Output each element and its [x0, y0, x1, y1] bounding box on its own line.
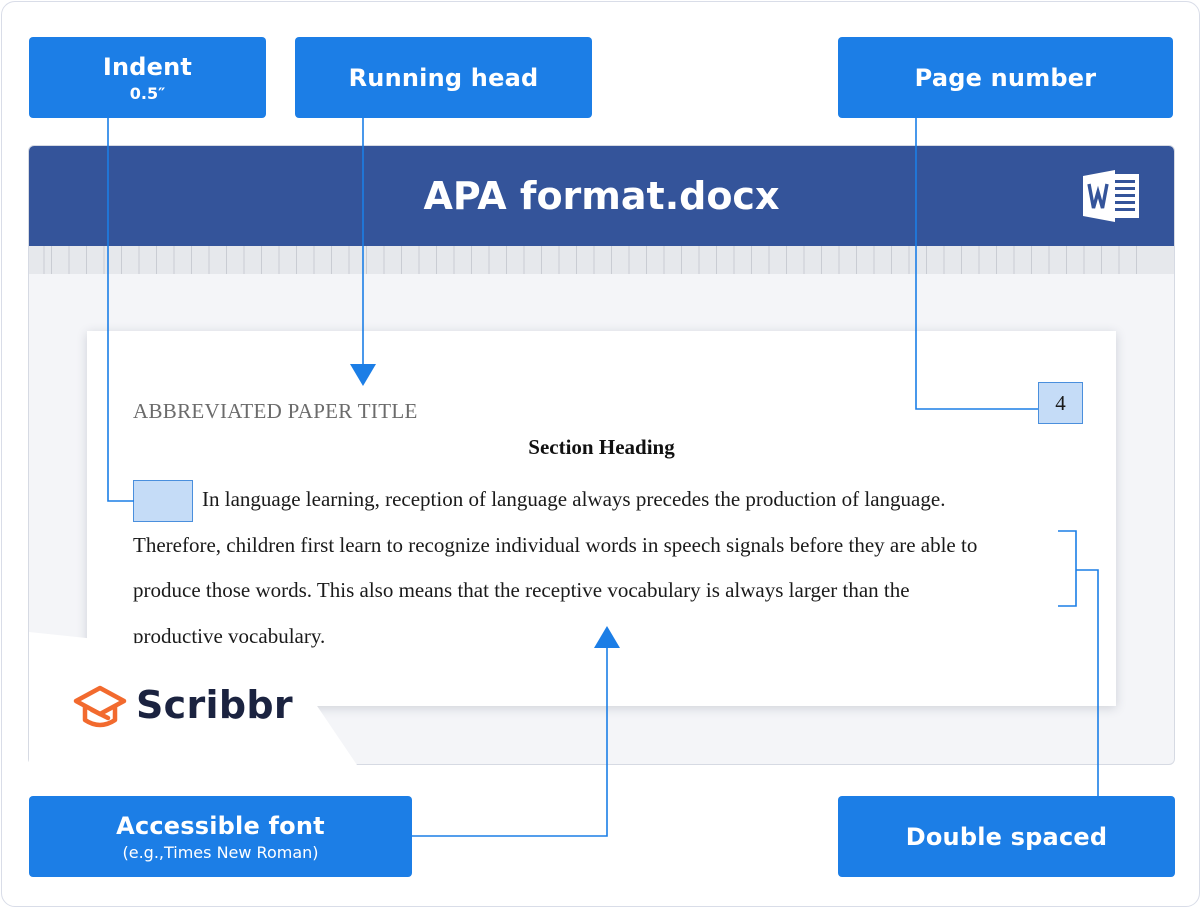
graduation-cap-icon	[73, 685, 127, 728]
double-spaced-callout: Double spaced	[838, 796, 1175, 877]
section-heading: Section Heading	[528, 435, 675, 459]
window-title: APA format.docx	[423, 174, 780, 218]
page-number-callout-label: Page number	[914, 63, 1097, 92]
ruler-right-margin	[1153, 246, 1173, 274]
running-head-callout: Running head	[295, 37, 592, 118]
accessible-font-callout-label: Accessible font	[116, 811, 325, 840]
brand-card	[29, 632, 357, 765]
window-titlebar: APA format.docx	[29, 146, 1174, 246]
ruler	[29, 246, 1174, 274]
running-head-callout-label: Running head	[348, 63, 539, 92]
page-number: 4	[1038, 382, 1083, 424]
indent-callout-value: 0.5″	[129, 83, 166, 103]
paragraph-line: In language learning, reception of langu…	[202, 487, 946, 511]
paragraph-line: productive vocabulary.	[133, 624, 326, 648]
running-head: ABBREVIATED PAPER TITLE	[133, 399, 418, 423]
word-icon	[1083, 170, 1139, 222]
double-spaced-callout-label: Double spaced	[905, 822, 1108, 851]
accessible-font-callout: Accessible font (e.g.,Times New Roman)	[29, 796, 412, 877]
paragraph-line: Therefore, children first learn to recog…	[133, 533, 978, 557]
brand-name: Scribbr	[136, 683, 293, 727]
indent-callout: Indent 0.5″	[29, 37, 266, 118]
paragraph-line: produce those words. This also means tha…	[133, 578, 910, 602]
page-number-callout: Page number	[838, 37, 1173, 118]
accessible-font-callout-example: (e.g.,Times New Roman)	[122, 842, 319, 862]
indent-highlight	[133, 480, 193, 522]
indent-callout-label: Indent	[102, 52, 193, 81]
